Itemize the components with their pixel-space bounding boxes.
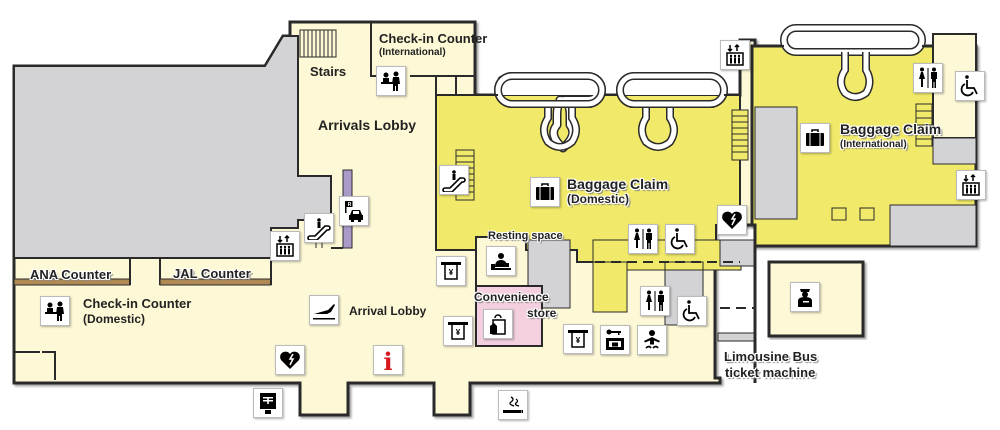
baby-room-icon[interactable] [637, 325, 667, 355]
arrival-icon [309, 295, 339, 325]
smoking-icon[interactable] [498, 390, 528, 420]
stairs [299, 29, 337, 58]
rental-glyph: R [348, 202, 352, 208]
label-baggage-intl-sub: (International) [840, 139, 907, 150]
label-arrival-lobby: Arrival Lobby [349, 304, 427, 318]
restroom-icon[interactable] [913, 63, 943, 93]
label-ticket-machine: ticket machine [725, 365, 816, 380]
restricted-area-left [13, 35, 332, 259]
svg-text:¥: ¥ [576, 336, 581, 345]
label-baggage-intl-title: Baggage Claim [840, 121, 942, 137]
locker-icon[interactable] [600, 325, 630, 355]
wheelchair-icon[interactable] [955, 71, 985, 101]
label-jal-counter: JAL Counter [173, 266, 251, 281]
wheelchair-icon[interactable] [665, 224, 695, 254]
rental-car-icon[interactable]: R [339, 196, 369, 226]
escalator-icon[interactable] [439, 165, 469, 195]
restroom-icon[interactable] [628, 224, 658, 254]
wheelchair-icon[interactable] [677, 296, 707, 326]
aed-icon[interactable] [717, 205, 747, 235]
restroom-icon[interactable] [640, 286, 670, 316]
label-store: store [527, 306, 557, 320]
label-checkin-dom-title: Check-in Counter [83, 296, 192, 311]
atm-icon[interactable]: ¥ [443, 316, 473, 346]
checkin-counter-icon[interactable] [40, 296, 70, 326]
yen-glyph: ¥ [449, 268, 454, 277]
label-checkin-intl-sub: (International) [379, 47, 446, 58]
post-box-icon[interactable] [253, 388, 283, 418]
info-icon[interactable]: i [373, 345, 403, 375]
label-arrivals-lobby: Arrivals Lobby [318, 117, 417, 133]
label-baggage-dom-title: Baggage Claim [567, 176, 669, 192]
label-limousine-bus: Limousine Bus [724, 349, 818, 364]
label-ana-counter: ANA Counter [30, 267, 112, 282]
atm-icon[interactable]: ¥ [563, 324, 593, 354]
shopping-icon[interactable] [483, 309, 513, 339]
rest-area-icon[interactable] [486, 246, 516, 276]
label-stairs: Stairs [310, 64, 347, 79]
police-box-area [767, 260, 865, 338]
atm-icon[interactable]: ¥ [436, 256, 466, 286]
baggage-icon [530, 177, 560, 207]
elevator-icon[interactable] [956, 170, 986, 200]
baggage-icon [800, 123, 830, 153]
aed-icon[interactable] [275, 345, 305, 375]
police-icon[interactable] [790, 282, 820, 312]
baggage-carousel-international [780, 24, 926, 101]
info-glyph: i [383, 348, 392, 372]
escalator-icon[interactable] [304, 213, 334, 243]
elevator-icon[interactable] [270, 231, 300, 261]
label-checkin-dom-sub: (Domestic) [83, 312, 146, 326]
label-convenience: Convenience [474, 290, 549, 304]
label-resting-space: Resting space [488, 230, 563, 242]
label-baggage-dom-sub: (Domestic) [567, 192, 630, 206]
label-checkin-intl-title: Check-in Counter [379, 31, 488, 46]
svg-text:¥: ¥ [456, 328, 461, 337]
elevator-icon[interactable] [720, 40, 750, 70]
checkin-counter-icon[interactable] [376, 66, 406, 96]
